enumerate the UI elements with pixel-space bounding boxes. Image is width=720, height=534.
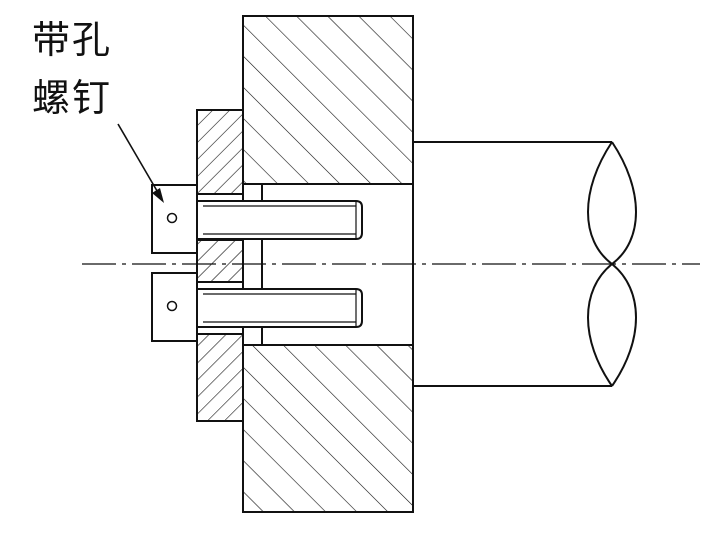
- hub-block: [242, 15, 414, 185]
- screw-shank-upper: [197, 200, 363, 240]
- leader-arrowhead: [152, 188, 164, 203]
- screw-head-lower: [151, 272, 198, 342]
- end-plate-lower: [196, 333, 244, 422]
- end-plate-center: [196, 239, 244, 283]
- hub-block-lower: [242, 344, 414, 513]
- leader-line: [117, 123, 161, 197]
- callout-label-line-2: 螺钉: [32, 76, 113, 120]
- end-plate-upper: [196, 109, 244, 195]
- shaft: [413, 141, 612, 387]
- callout-label-line-1: 带孔: [32, 18, 113, 62]
- screw-hole-upper: [166, 212, 178, 224]
- screw-hole-lower: [166, 300, 178, 312]
- screw-shank-lower: [197, 288, 363, 328]
